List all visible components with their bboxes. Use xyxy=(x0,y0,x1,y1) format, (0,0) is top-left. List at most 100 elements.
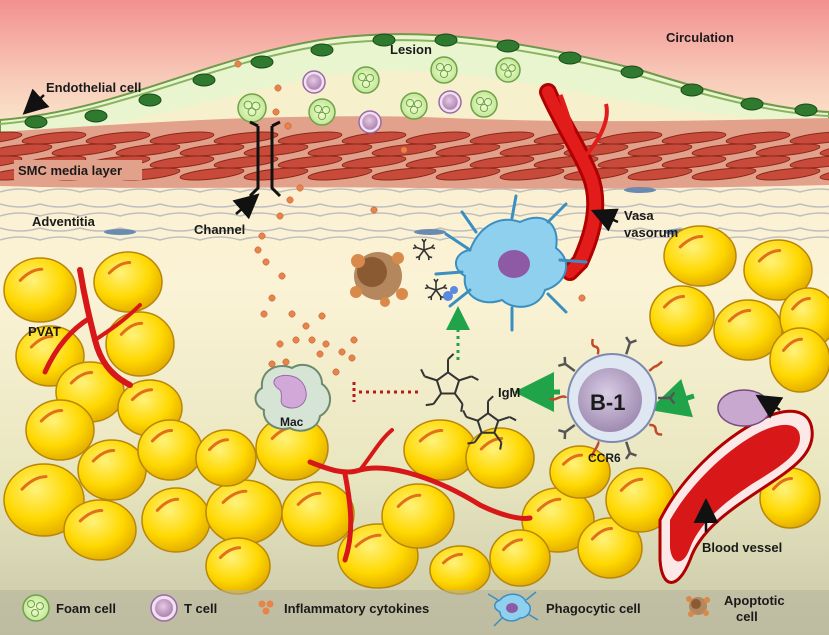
label-vasorum: vasorum xyxy=(624,225,678,240)
cytokine xyxy=(268,360,276,368)
igm-arm xyxy=(433,278,437,283)
bcr-receptor xyxy=(564,362,576,372)
cytokine xyxy=(318,312,326,320)
endothelial-nucleus xyxy=(620,65,644,79)
foam-droplet xyxy=(317,111,327,121)
cytokine xyxy=(370,206,378,214)
cytokine xyxy=(292,336,300,344)
t-cell-nucleus xyxy=(306,74,322,90)
igm-arm xyxy=(430,289,437,297)
cytokine xyxy=(286,196,294,204)
igm-arm xyxy=(430,244,435,249)
igm-arm xyxy=(416,246,425,251)
legend xyxy=(22,591,710,627)
fibroblast xyxy=(104,229,136,235)
legend-t-cell: T cell xyxy=(184,601,217,616)
t-cell-nucleus xyxy=(442,94,458,110)
legend-cell: cell xyxy=(736,609,758,624)
cytokine xyxy=(262,258,270,266)
legend-cytokine-icon xyxy=(258,600,274,615)
foam-droplet xyxy=(321,105,331,115)
cytokine xyxy=(272,108,280,116)
smc-cell xyxy=(149,131,215,145)
foam-droplet xyxy=(313,104,323,114)
label-smc-media-layer: SMC media layer xyxy=(18,163,122,178)
b1-cell xyxy=(548,336,676,460)
receptor xyxy=(443,291,453,301)
igm-arm xyxy=(432,392,442,405)
endothelial-nucleus xyxy=(680,83,704,97)
receptor xyxy=(450,286,458,294)
smc-cell xyxy=(307,167,373,181)
cytokine xyxy=(322,340,330,348)
foam-droplet xyxy=(439,69,449,79)
smc-cell xyxy=(341,155,407,169)
adipocyte xyxy=(205,479,283,545)
smc-cell xyxy=(277,131,343,145)
bcr-receptor xyxy=(669,397,676,405)
bcr-receptor xyxy=(625,342,632,355)
cytokine xyxy=(234,60,242,68)
endothelial-nucleus xyxy=(794,103,818,117)
foam-droplet xyxy=(413,99,423,109)
igm-arm xyxy=(425,402,434,407)
adipocyte-nucleus xyxy=(418,429,444,443)
foam-droplet xyxy=(361,79,371,89)
foam-droplet xyxy=(504,70,512,78)
smc-cell xyxy=(85,131,151,145)
fiber xyxy=(0,212,829,217)
smc-cell xyxy=(661,155,727,169)
smc-cell xyxy=(405,131,471,145)
igm-arm xyxy=(423,249,430,257)
cytokine xyxy=(338,348,346,356)
adipocyte-nucleus xyxy=(590,527,614,541)
adipocyte xyxy=(663,225,737,287)
foam-droplet xyxy=(357,72,367,82)
adventitia-fibers xyxy=(0,187,829,241)
phagocytic-cell xyxy=(434,194,588,332)
adipocyte-nucleus xyxy=(791,297,811,311)
bcr-receptor xyxy=(564,424,576,434)
inflammatory-cytokines xyxy=(234,60,586,376)
adipocyte xyxy=(403,419,477,481)
smc-cell xyxy=(499,143,565,157)
endothelial-nucleus xyxy=(740,97,764,111)
pvat-adipocytes xyxy=(3,225,829,595)
cytokine xyxy=(308,336,316,344)
adipocyte xyxy=(381,483,455,549)
igm-arm xyxy=(420,368,426,377)
label-mac: Mac xyxy=(280,415,304,429)
legend-foam-icon xyxy=(22,594,50,622)
endothelial-nucleus xyxy=(558,51,582,65)
endothelial-nucleus xyxy=(250,55,274,69)
smc-cell xyxy=(149,155,215,169)
igm-arm xyxy=(447,353,455,361)
igm-core xyxy=(476,411,500,434)
ccr6-receptor xyxy=(591,440,600,459)
adipocyte-nucleus xyxy=(354,533,382,548)
foam-droplet xyxy=(479,103,489,113)
igm-complexes xyxy=(412,238,458,301)
apoptotic-cell xyxy=(350,252,408,307)
bcr-receptor xyxy=(625,452,631,460)
igm-arm xyxy=(421,238,425,243)
foam-droplet xyxy=(475,96,485,106)
pvat-vessels xyxy=(42,267,533,563)
smc-cell xyxy=(755,143,821,157)
label-b1: B-1 xyxy=(590,390,625,415)
igm-arm xyxy=(473,432,483,444)
adipocyte xyxy=(3,257,77,323)
igm-arm xyxy=(460,403,464,412)
smc-cell xyxy=(179,167,245,181)
smc-cell xyxy=(277,155,343,169)
fiber xyxy=(0,203,829,208)
adipocyte-nucleus xyxy=(69,371,94,385)
foam-cell xyxy=(495,57,521,83)
endothelial-nucleus xyxy=(84,109,108,123)
adipocyte-nucleus xyxy=(772,477,793,491)
smc-cell xyxy=(51,143,117,157)
adipocyte-nucleus xyxy=(78,509,104,523)
foam-droplet xyxy=(500,63,508,71)
adipocyte-nucleus xyxy=(296,491,322,506)
adipocyte xyxy=(137,419,203,481)
